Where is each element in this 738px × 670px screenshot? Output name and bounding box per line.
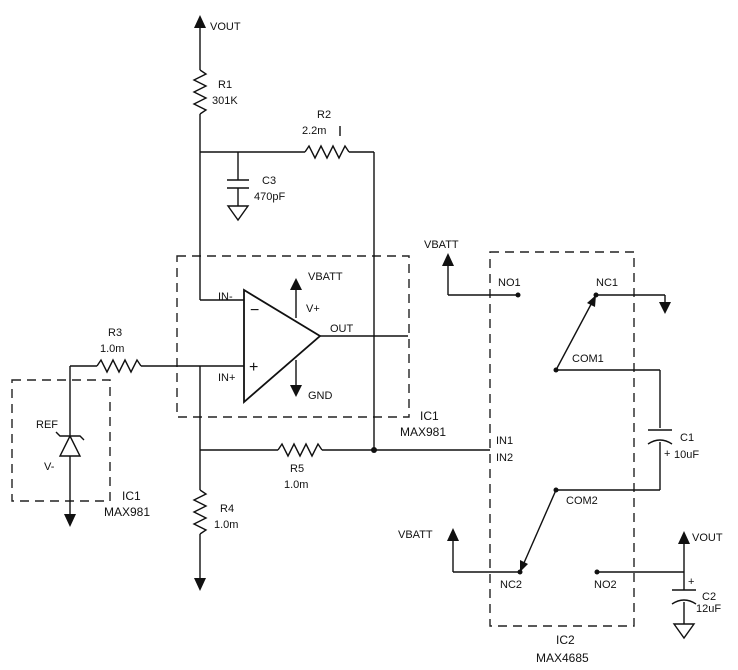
c3-value-label: 470pF [254, 191, 285, 203]
capacitor-c1-plate-bottom [647, 439, 673, 445]
no1-terminal [515, 292, 521, 298]
c1-polarity-plus: + [664, 448, 670, 460]
junction-r5-out [371, 447, 377, 453]
ic1-ref-block-ref-label: IC1 [122, 489, 141, 503]
r3-value-label: 1.0m [100, 343, 124, 355]
resistor-r2 [304, 144, 350, 160]
pin-com1-label: COM1 [572, 353, 604, 365]
c3-ref-label: C3 [262, 175, 276, 187]
pin-nc1-label: NC1 [596, 277, 618, 289]
pin-out-label: OUT [330, 323, 354, 335]
vbatt-label-nc2: VBATT [398, 529, 433, 541]
ic2-switch-boundary [489, 251, 635, 627]
ic1-comparator-boundary [176, 255, 410, 418]
c2-ground-symbol [672, 623, 696, 640]
pin-vplus-label: V+ [306, 303, 320, 315]
resistor-r4 [192, 489, 208, 535]
c2-ref-label: C2 [702, 591, 716, 603]
c1-value-label: 10uF [674, 449, 699, 461]
ic2-part-label: MAX4685 [536, 651, 589, 665]
pin-no1-label: NO1 [498, 277, 521, 289]
nc1-ground-arrow [659, 302, 671, 314]
pin-com2-label: COM2 [566, 495, 598, 507]
r3-ref-label: R3 [108, 327, 122, 339]
pin-in2-label: IN2 [496, 452, 513, 464]
pin-in1-label: IN1 [496, 435, 513, 447]
vout-arrow-top [194, 15, 206, 28]
vbatt-label-op: VBATT [308, 271, 343, 283]
vout-label-right: VOUT [692, 532, 723, 544]
r2-value-label: 2.2m [302, 125, 326, 137]
ic2-ref-label: IC2 [556, 633, 575, 647]
ic1-ref-block-part-label: MAX981 [104, 505, 150, 519]
r1-value-label: 301K [212, 95, 238, 107]
vout-label-top: VOUT [210, 21, 241, 33]
switch-2-arrowhead [520, 560, 528, 572]
c1-ref-label: C1 [680, 432, 694, 444]
resistor-r1 [192, 69, 208, 115]
zener-reference-diode [58, 434, 82, 457]
pin-in-minus-label: IN- [218, 291, 233, 303]
switch-2-arm [519, 489, 557, 573]
pin-in-plus-label: IN+ [218, 372, 235, 384]
comparator-opamp [243, 288, 322, 404]
nc2-terminal [517, 569, 523, 575]
pin-nc2-label: NC2 [500, 579, 522, 591]
vout-arrow-right [678, 531, 690, 544]
vbatt-arrow-nc2 [447, 528, 459, 541]
switch-1-arrowhead [587, 295, 596, 307]
c2-value-label: 12uF [696, 603, 721, 615]
r5-value-label: 1.0m [284, 479, 308, 491]
c2-polarity-plus: + [688, 576, 694, 588]
gnd-label: GND [308, 390, 333, 402]
ic1-ref-boundary [11, 379, 111, 502]
r5-ref-label: R5 [290, 463, 304, 475]
comparator-plus-sign: + [249, 359, 258, 376]
gnd-arrow-op [290, 385, 302, 397]
ic1-ref-label: IC1 [420, 409, 439, 423]
vbatt-label-no1: VBATT [424, 239, 459, 251]
switch-1-arm [555, 294, 597, 371]
ref-block-label: REF [36, 419, 58, 431]
r4-value-label: 1.0m [214, 519, 238, 531]
ref-ground-arrow [64, 514, 76, 527]
pin-no2-label: NO2 [594, 579, 617, 591]
resistor-r3 [96, 358, 142, 374]
r4-ref-label: R4 [220, 503, 234, 515]
r4-ground-arrow [194, 578, 206, 591]
vminus-label: V- [44, 461, 55, 473]
resistor-r5 [277, 442, 323, 458]
c3-ground-symbol [226, 205, 250, 222]
vbatt-arrow-no1 [442, 253, 454, 266]
r2-ref-label: R2 [317, 109, 331, 121]
comparator-minus-sign: − [250, 302, 259, 319]
zener-bar [55, 431, 85, 441]
r1-ref-label: R1 [218, 79, 232, 91]
ic1-part-label: MAX981 [400, 425, 446, 439]
vbatt-arrow-op [290, 278, 302, 290]
capacitor-c2-plate-bottom [671, 599, 697, 605]
